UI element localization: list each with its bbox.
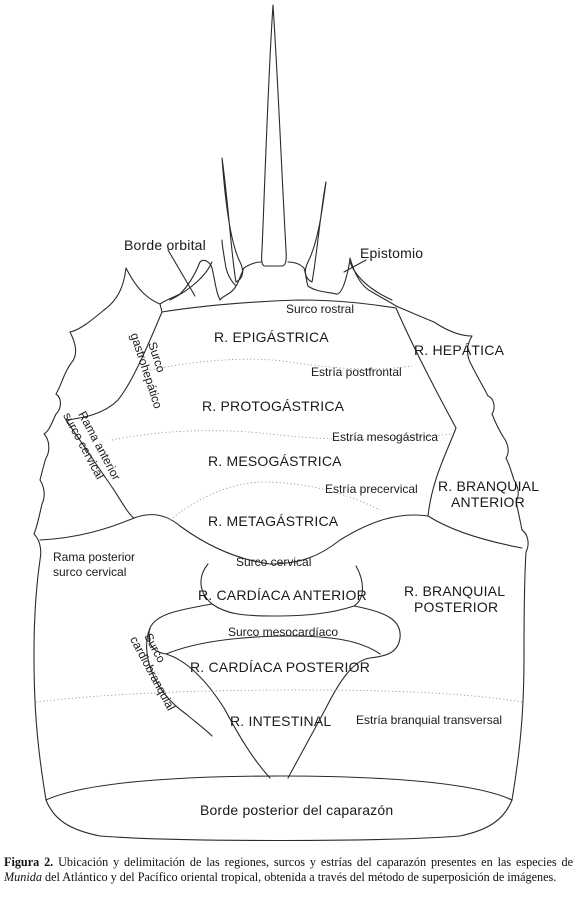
figure-caption: Figura 2. Ubicación y delimitación de la…	[4, 855, 573, 885]
label-rama-anterior: Rama anterior surco cervical	[60, 409, 123, 483]
label-surco-cardiobranquial: Surco cardiobranquial	[127, 631, 178, 713]
left-supraocular-spine	[221, 157, 244, 283]
label-estria-mesogastrica: Estría mesogástrica	[332, 430, 438, 444]
orbit-right	[307, 257, 397, 307]
label-r-cardiaca-posterior: R. CARDÍACA POSTERIOR	[190, 659, 370, 675]
label-rama-posterior-2: surco cervical	[53, 565, 126, 579]
label-r-mesogastrica: R. MESOGÁSTRICA	[208, 453, 342, 469]
posterior-margin-inner	[45, 775, 513, 801]
cardiac-posterior-outline	[148, 603, 271, 779]
label-r-intestinal: R. INTESTINAL	[230, 713, 331, 729]
label-surco-gastrohepatico: Surco gastrohepático	[128, 331, 169, 411]
label-r-epigastrica: R. EPIGÁSTRICA	[214, 329, 329, 345]
label-estria-precervical: Estría precervical	[325, 482, 418, 496]
label-r-branquial-anterior-2: ANTERIOR	[451, 494, 525, 510]
label-r-branquial-posterior-1: R. BRANQUIAL	[404, 583, 505, 599]
surco-cervical-right-ext	[427, 515, 523, 549]
right-supraocular-spine	[304, 181, 327, 283]
borde-orbital-line	[169, 261, 213, 301]
caption-genus: Munida	[4, 870, 42, 884]
carapace-left-edge	[33, 267, 161, 837]
label-rama-posterior-1: Rama posterior	[53, 550, 135, 564]
caption-label: Figura 2.	[4, 855, 54, 869]
surco-hepatico-right	[395, 307, 457, 517]
rostrum	[261, 4, 287, 267]
surco-mesocardiaco	[165, 635, 381, 655]
label-r-branquial-posterior-2: POSTERIOR	[414, 599, 498, 615]
carapace-right-edge	[395, 305, 529, 837]
posterior-margin-outer	[99, 835, 461, 842]
label-borde-posterior: Borde posterior del caparazón	[200, 802, 393, 818]
label-r-hepatica: R. HEPÁTICA	[414, 342, 505, 358]
label-r-metagastrica: R. METAGÁSTRICA	[208, 513, 339, 529]
rama-posterior-surco-cervical	[39, 517, 135, 541]
caption-text-2: del Atlántico y del Pacífico oriental tr…	[41, 870, 557, 884]
label-estria-branquial: Estría branquial transversal	[356, 713, 502, 727]
label-borde-orbital: Borde orbital	[124, 237, 206, 253]
front-margin-left	[221, 239, 262, 287]
label-r-cardiaca-anterior: R. CARDÍACA ANTERIOR	[198, 587, 367, 603]
rama-anterior-surco-cervical	[65, 419, 135, 519]
label-r-protogastrica: R. PROTOGÁSTRICA	[202, 398, 345, 414]
label-r-branquial-anterior-1: R. BRANQUIAL	[438, 478, 539, 494]
label-surco-cervical: Surco cervical	[236, 555, 311, 569]
estria-postfrontal	[149, 358, 413, 371]
surco-gastrohepatico	[65, 311, 163, 421]
label-surco-mesocardiaco: Surco mesocardíaco	[228, 625, 338, 639]
label-surco-rostral: Surco rostral	[286, 302, 354, 316]
cardiac-anterior-outline	[200, 563, 364, 617]
pointer-borde-orbital	[167, 249, 196, 297]
estria-mesogastrica	[111, 430, 453, 441]
surco-cardiobranquial	[146, 627, 213, 737]
carapace-diagram: Borde orbital Epistomio Surco rostral R.…	[33, 4, 539, 842]
orbit-left	[159, 259, 237, 313]
estria-branquial-transversal	[35, 689, 523, 703]
caption-text-1: Ubicación y delimitación de las regiones…	[53, 855, 573, 869]
epistomio-line	[349, 261, 393, 301]
epigastric-front	[161, 299, 397, 313]
surco-cervical	[133, 514, 429, 565]
pointer-epistomio	[343, 259, 367, 273]
label-estria-postfrontal: Estría postfrontal	[311, 365, 402, 379]
front-margin-right	[287, 261, 309, 287]
cardiac-posterior-outline-right	[287, 605, 401, 779]
label-epistomio: Epistomio	[360, 245, 423, 261]
